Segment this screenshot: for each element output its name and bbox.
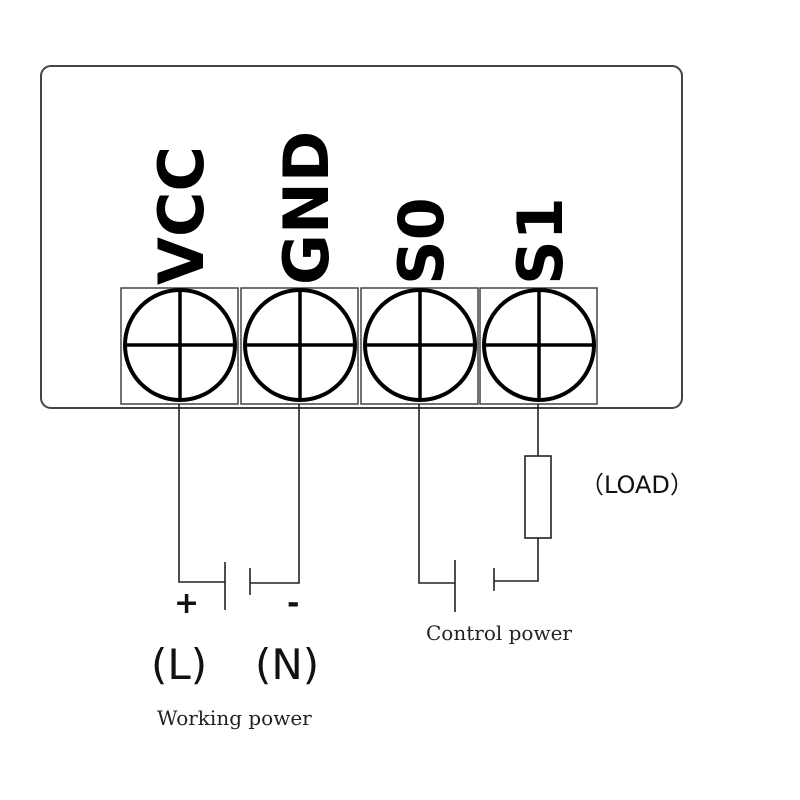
live-label: (L) xyxy=(151,640,207,689)
terminal-label-s1: S1 xyxy=(504,197,577,285)
minus-sign: - xyxy=(287,586,299,621)
wire-gnd xyxy=(250,404,300,584)
working-power-caption: Working power xyxy=(157,706,312,730)
wire-vcc xyxy=(178,404,225,583)
load-label: （LOAD） xyxy=(580,471,694,499)
neutral-label: (N) xyxy=(255,640,319,689)
terminal-s1 xyxy=(479,287,598,405)
wire-load-bottom xyxy=(494,538,539,582)
terminal-label-s0: S0 xyxy=(385,197,458,285)
terminal-gnd xyxy=(240,287,359,405)
terminal-label-vcc: VCC xyxy=(145,146,218,285)
working-power-circuit xyxy=(178,404,300,610)
plus-sign: + xyxy=(174,586,199,621)
terminal-vcc xyxy=(120,287,239,405)
terminal-s0 xyxy=(360,287,479,405)
control-power-circuit xyxy=(418,404,552,612)
control-power-caption: Control power xyxy=(426,621,572,645)
wire-s0 xyxy=(418,404,455,584)
terminal-label-gnd: GND xyxy=(270,131,343,285)
load-resistor xyxy=(524,455,552,539)
